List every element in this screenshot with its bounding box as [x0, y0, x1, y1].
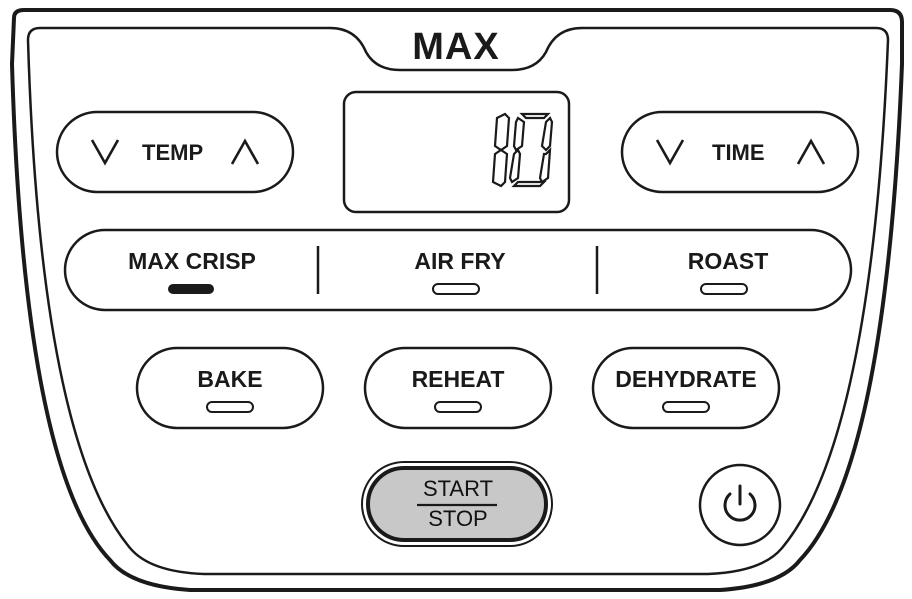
chevron-down-icon: [655, 139, 685, 166]
start-stop-button[interactable]: [368, 468, 546, 540]
mode-label-max-crisp: MAX CRISP: [128, 248, 256, 274]
chevron-up-icon: [230, 138, 260, 165]
time-up-button[interactable]: [775, 116, 855, 188]
air-fry-button[interactable]: [320, 234, 595, 306]
dehydrate-button[interactable]: [596, 351, 776, 425]
dehydrate-button-outline: [591, 346, 781, 430]
chevron-down-icon: [90, 139, 120, 166]
indicator-roast: [700, 283, 748, 295]
start-label: START: [422, 476, 494, 501]
indicator-reheat: [434, 401, 482, 413]
temp-pill-outline: [55, 110, 295, 194]
mode-label-reheat: REHEAT: [411, 366, 505, 392]
segment-digit-1: [491, 112, 511, 188]
mode-label-dehydrate: DEHYDRATE: [615, 366, 757, 392]
brand-title: MAX: [412, 26, 500, 68]
indicator-max-crisp-active: [168, 284, 214, 294]
stop-label: STOP: [428, 506, 488, 531]
max-crisp-button[interactable]: [68, 234, 316, 306]
power-button[interactable]: [700, 465, 780, 545]
bake-button[interactable]: [140, 351, 320, 425]
reheat-button-outline: [363, 346, 553, 430]
power-button-outline: [698, 463, 782, 547]
time-down-button[interactable]: [625, 116, 705, 188]
mode-label-air-fry: AIR FRY: [414, 248, 506, 274]
roast-button[interactable]: [599, 234, 847, 306]
indicator-air-fry: [432, 283, 480, 295]
temp-down-button[interactable]: [60, 116, 150, 188]
indicator-dehydrate: [662, 401, 710, 413]
time-pill-outline: [620, 110, 860, 194]
display-window: [342, 90, 571, 214]
chevron-up-icon: [796, 138, 826, 165]
panel-outer-outline: [9, 8, 904, 592]
primary-mode-bar-outline: [63, 228, 853, 312]
indicator-bake: [206, 401, 254, 413]
segment-digit-0: [508, 112, 554, 188]
bake-button-outline: [135, 346, 325, 430]
power-icon: [723, 484, 757, 522]
mode-label-roast: ROAST: [687, 248, 769, 274]
temp-up-button[interactable]: [210, 116, 290, 188]
temp-label: TEMP: [142, 140, 204, 165]
mode-label-bake: BAKE: [197, 366, 263, 392]
start-stop-outer-ring: [361, 461, 553, 547]
panel-inner-outline: [26, 26, 890, 576]
reheat-button[interactable]: [368, 351, 548, 425]
time-label: TIME: [712, 140, 765, 165]
